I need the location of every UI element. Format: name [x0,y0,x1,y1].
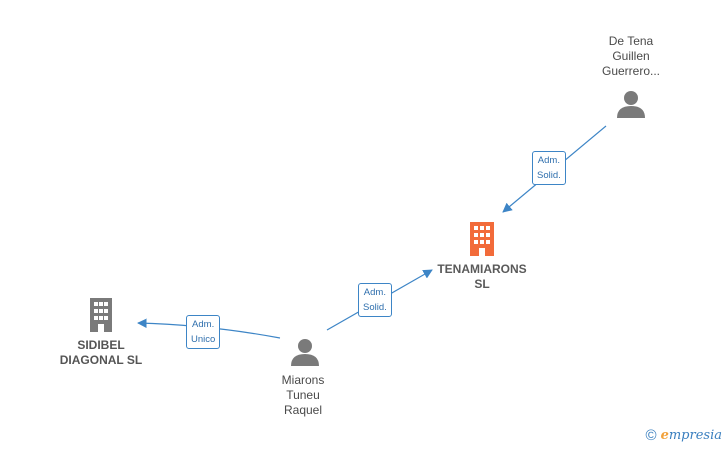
person-icon[interactable] [616,90,646,118]
edge-label-bottom-to-main[interactable]: Adm. Solid. [358,283,392,317]
person-icon[interactable] [290,338,320,366]
edge-label-top-to-main[interactable]: Adm. Solid. [532,151,566,185]
building-icon[interactable] [86,298,116,332]
edge-label-bottom-to-left[interactable]: Adm. Unico [186,315,221,349]
building-icon[interactable] [466,222,498,256]
company-left-label[interactable]: SIDIBEL DIAGONAL SL [59,338,143,367]
person-bottom-label[interactable]: Miarons Tuneu Raquel [281,373,325,417]
person-top-label[interactable]: De Tena Guillen Guerrero... [601,34,661,78]
brand-name: empresia [660,428,722,443]
brand-logo: © empresia [646,427,722,444]
copyright-icon: © [645,427,657,444]
company-main-label[interactable]: TENAMIARONS SL [437,262,527,291]
